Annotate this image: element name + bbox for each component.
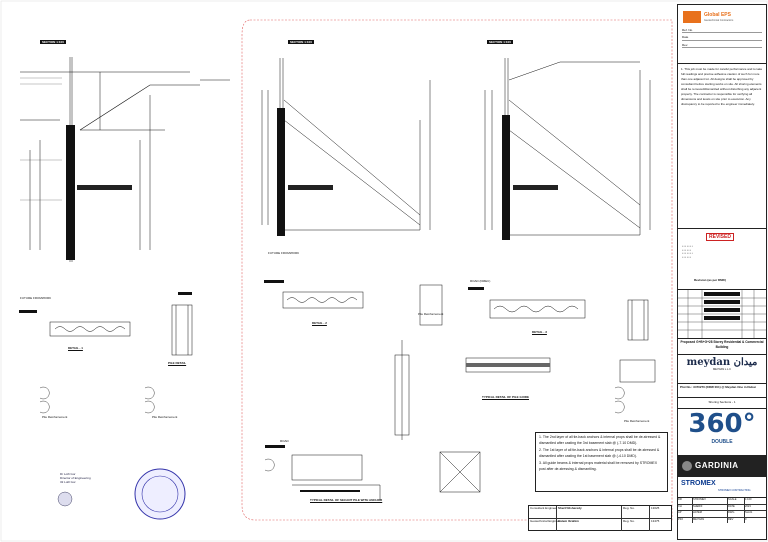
revision-table-grid (678, 290, 766, 338)
geotech-value: 13475 (651, 519, 660, 523)
section-footer: TYPICAL DETAIL OF SECANT PILE WITH ANCHO… (310, 498, 383, 502)
general-notes-text: 1. This job must be made for careful per… (681, 67, 763, 106)
rev-label: Revision (as per DMD) (694, 278, 726, 282)
geotech-row: Geotechnical Engineer Hatem Ibrahim Reg.… (529, 519, 671, 531)
geotech-name: Hatem Ibrahim (557, 519, 622, 531)
logo-360-cell: 360° DOUBLE (678, 409, 766, 456)
footer-cell: DR (678, 498, 693, 504)
company-logo-icon (683, 11, 701, 23)
pile-detail-caption: PILE DETAIL (168, 361, 187, 365)
brand-sub: MEYDAN L.L.C (712, 368, 732, 371)
consultant-field: Reg. No. (622, 506, 650, 518)
revision-table (678, 290, 766, 339)
notes-box: 1. The 2nd layer of all tie-back anchors… (535, 432, 668, 492)
general-notes: 1. This job must be made for careful per… (678, 64, 766, 229)
client-line-2: Date (682, 36, 762, 41)
project-title: Proposed G+B+G+28 Storey Residential & C… (678, 339, 766, 355)
footer-cell: MEYDAN (693, 517, 728, 523)
client-line-1: Ref. No. (682, 28, 762, 34)
plot-info: Plot No.: 3470270 (DRW 001) @ Meydan One… (678, 384, 766, 398)
footer-cell: 2023 (745, 504, 751, 508)
section-label-right: SECTION 1:100 (487, 40, 513, 44)
footer-cell: DWG (728, 511, 745, 517)
detail-3-caption: DETAIL - 3 (532, 330, 547, 334)
future-fromwork-heading-left: FUTURE FROMWORK (20, 296, 52, 300)
footer-cell: AP (678, 511, 693, 517)
footer-row-2: CH SHERIF DATE 2023 (678, 504, 766, 511)
geotech-field: Reg. No. (622, 519, 650, 531)
company-header: Global EPS Geotechnical Contractors Ref.… (678, 5, 766, 64)
pile-reinforcement-label-2: Pile Reinforcement (152, 415, 178, 419)
engineer-stamp: Dr Lotfi Gor Director of Engineering 32 … (60, 472, 91, 484)
drawing-title-cell: Shoring Sections - 1 (678, 398, 766, 409)
pile-reinforcement-label-1: Pile Reinforcement (42, 415, 68, 419)
client-brand: meydan ميدان MEYDAN L.L.C (678, 355, 766, 384)
company-name: Global EPS (704, 12, 731, 18)
project-name: Proposed G+B+G+28 Storey Residential & C… (680, 340, 764, 349)
note-1: 1. The 2nd layer of all tie-back anchors… (539, 435, 661, 445)
footer-cell: SHERIF (693, 504, 728, 510)
footer-cell: DATE (728, 504, 745, 510)
gardinia-icon (682, 461, 692, 471)
title-footer-table: DR STROMEX SCALE 1:100 CH SHERIF DATE 20… (678, 498, 766, 523)
note-2: 2. The 1st layer of all tie-back anchors… (539, 448, 660, 458)
section-label-left: SECTION 1:100 (40, 40, 66, 44)
footer-cell: PRJ (678, 517, 693, 523)
logo-360-sub: DOUBLE (711, 439, 733, 445)
consultant-row: Consultant Engineer Sherif Elsheredy Reg… (529, 506, 671, 519)
section-label-middle: SECTION 1:100 (288, 40, 314, 44)
gardinia-name: GARDINIA (695, 461, 739, 470)
stromex-name: STROMEX (681, 480, 716, 487)
note-3: 3. All guide beams & internal props mate… (539, 461, 658, 471)
footer-cell: REV (728, 517, 745, 523)
company-sub: Geotechnical Contractors (704, 19, 734, 22)
footer-cell: 0 (745, 517, 747, 521)
revision-list: • • • • • • •• • • • • •• • • • • • •• •… (682, 245, 693, 259)
title-block: Global EPS Geotechnical Contractors Ref.… (677, 4, 767, 540)
stromex-logo-cell: STROMEX STROMEX CONTRACTING (678, 477, 766, 498)
revision-stamp: REVISED (706, 233, 734, 241)
pile-reinforcement-label-4: Pile Reinforcement (624, 419, 650, 423)
footer-row-1: DR STROMEX SCALE 1:100 (678, 498, 766, 505)
client-line-3: Rev. (682, 43, 762, 49)
drawing-title: Shoring Sections - 1 (708, 400, 736, 404)
road-label: ROAD (280, 439, 289, 443)
footer-row-3: AP HATEM DWG SH-01 (678, 511, 766, 518)
plot-text: Plot No.: 3470270 (DRW 001) @ Meydan One… (680, 385, 756, 389)
footer-cell: CH (678, 504, 693, 510)
brand-name: meydan ميدان (686, 357, 758, 368)
footer-cell: HATEM (693, 511, 728, 517)
footer-cell: STROMEX (693, 498, 728, 504)
gardinia-logo-cell: GARDINIA (678, 456, 766, 477)
consultant-role: Consultant Engineer (529, 506, 557, 518)
revision-area: REVISED • • • • • • •• • • • • •• • • • … (678, 229, 766, 290)
geotech-role: Geotechnical Engineer (529, 519, 560, 531)
pile-guide-caption: TYPICAL DETAIL OF PILE GUIDE (482, 395, 530, 399)
road-dmec-heading: ROAD (DMEC) (470, 279, 491, 283)
detail-1-caption: DETAIL - 1 (68, 346, 83, 350)
future-fromwork-heading: FUTURE FROMWORK (268, 251, 300, 255)
client-info: Ref. No. Date Rev. (682, 28, 762, 49)
footer-row-4: PRJ MEYDAN REV 0 (678, 517, 766, 523)
footer-cell: 1:100 (745, 498, 752, 501)
logo-360: 360° (688, 409, 756, 439)
footer-cell: SH-01 (745, 511, 753, 514)
stromex-sub: STROMEX CONTRACTING (718, 489, 751, 492)
consultant-value: 13025 (651, 506, 660, 510)
consultant-name: Sherif Elsheredy (557, 506, 622, 518)
pile-reinforcement-label-3: Pile Reinforcement (418, 312, 444, 316)
detail-2-caption: DETAIL - 2 (312, 321, 327, 325)
consultant-box: Consultant Engineer Sherif Elsheredy Reg… (528, 505, 672, 531)
footer-cell: SCALE (728, 498, 745, 504)
